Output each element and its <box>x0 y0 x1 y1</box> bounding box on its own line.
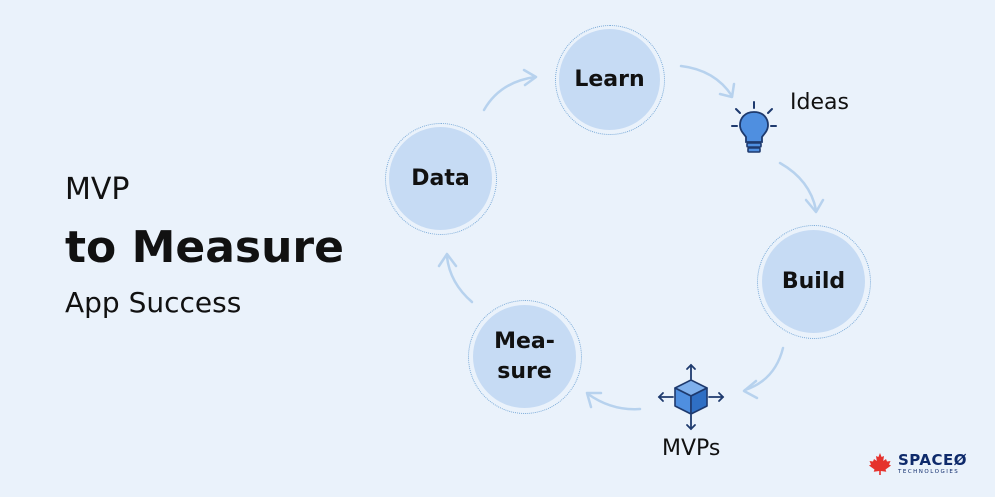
ideas-label: Ideas <box>790 90 849 115</box>
arrowhead-build-to-mvps <box>742 379 759 400</box>
cube-expand-icon <box>657 363 725 431</box>
measure-node: Mea- sure <box>473 305 576 408</box>
maple-leaf-icon <box>869 453 891 475</box>
headline-line-1: MVP <box>65 172 130 207</box>
build-node-label: Build <box>781 268 846 294</box>
arrow-build-to-mvps <box>743 346 785 392</box>
mvps-label: MVPs <box>662 436 721 461</box>
arrowhead-mvps-to-measure <box>585 391 603 409</box>
measure-node-label: Mea- sure <box>494 328 555 384</box>
learn-node-label: Learn <box>574 66 645 92</box>
measure-node-ring <box>468 300 582 414</box>
logo-subtitle: TECHNOLOGIES <box>898 468 960 475</box>
arrow-measure-to-data <box>445 255 474 304</box>
headline-line-3: App Success <box>65 286 242 319</box>
arrowhead-ideas-to-build <box>804 198 825 214</box>
arrow-ideas-to-build <box>778 161 818 212</box>
arrow-mvps-to-measure <box>586 392 642 411</box>
arrowhead-measure-to-data <box>437 252 458 268</box>
arrow-learn-to-ideas <box>679 64 734 98</box>
data-node-ring <box>385 123 497 235</box>
arrow-data-to-learn <box>482 75 537 112</box>
lightbulb-icon <box>731 101 777 153</box>
logo-name: SPACEØ <box>898 450 968 469</box>
company-logo: SPACEØ TECHNOLOGIES <box>868 452 967 476</box>
learn-node-ring <box>555 25 665 135</box>
arrowhead-learn-to-ideas <box>718 82 736 99</box>
build-node-ring <box>757 225 871 339</box>
data-node-label: Data <box>411 165 470 191</box>
arrowhead-data-to-learn <box>522 68 538 87</box>
build-node: Build <box>762 230 865 333</box>
data-node: Data <box>389 127 492 230</box>
headline-line-2: to Measure <box>65 222 344 273</box>
learn-node: Learn <box>559 29 660 130</box>
